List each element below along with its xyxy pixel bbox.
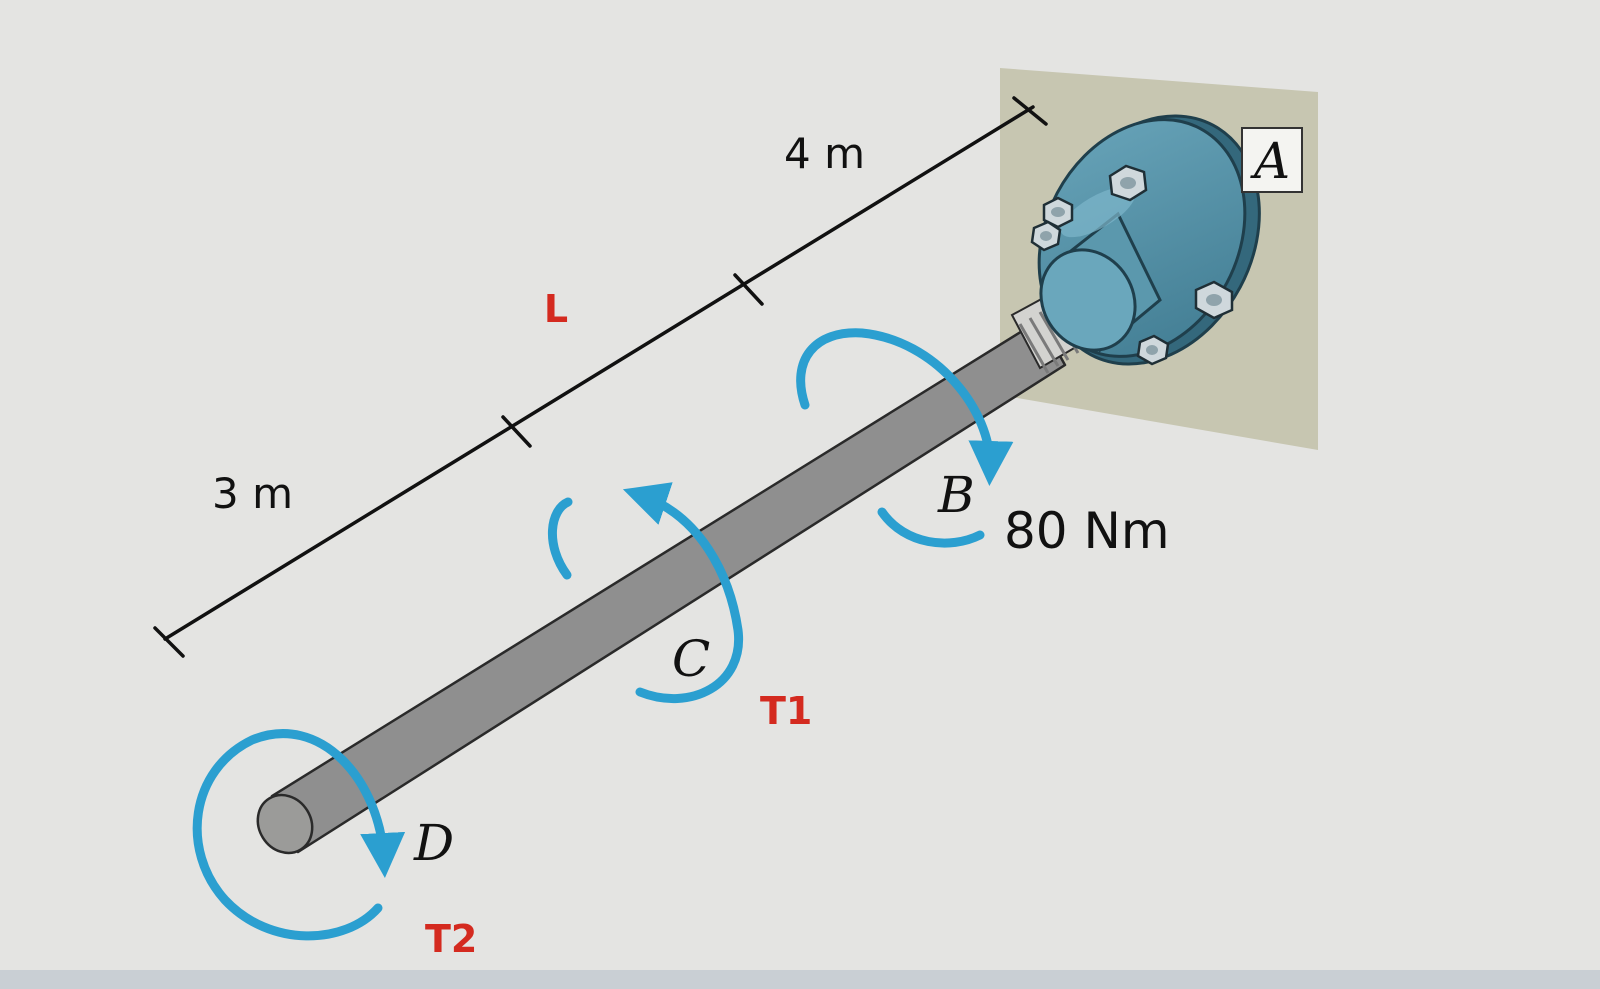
point-b-label: B: [937, 466, 975, 524]
dim-tick-b: [733, 273, 764, 306]
point-a-box: [1241, 127, 1303, 193]
shaft-free-end: [256, 793, 314, 855]
torque-arrow-c: [548, 482, 744, 704]
dimension-ba-label: 4 m: [784, 129, 865, 178]
dimension-line: [153, 96, 1048, 658]
dimension-cb-label: L: [544, 287, 568, 331]
bolt: [1108, 164, 1148, 202]
flange-bolts: [1030, 164, 1234, 366]
shaft: [256, 288, 1090, 855]
torque-arrow-b: [796, 328, 1014, 548]
dim-tick-a: [1012, 96, 1048, 126]
torque-arrow-d: [192, 729, 406, 941]
torque-b-label: 80 Nm: [1004, 502, 1170, 560]
point-d-label: D: [413, 814, 454, 872]
bolt: [1042, 196, 1074, 229]
torque-d-label: T2: [425, 917, 477, 961]
bolt: [1136, 334, 1170, 366]
torque-c-label: T1: [760, 689, 812, 733]
bottom-strip: [0, 970, 1600, 989]
dim-tick-d: [153, 626, 185, 658]
dim-tick-c: [501, 415, 532, 448]
point-c-label: C: [672, 630, 710, 688]
bolt: [1194, 280, 1234, 320]
dimension-db-label: 3 m: [212, 469, 293, 518]
bolt: [1030, 220, 1062, 252]
point-a-label: A: [1250, 132, 1290, 190]
